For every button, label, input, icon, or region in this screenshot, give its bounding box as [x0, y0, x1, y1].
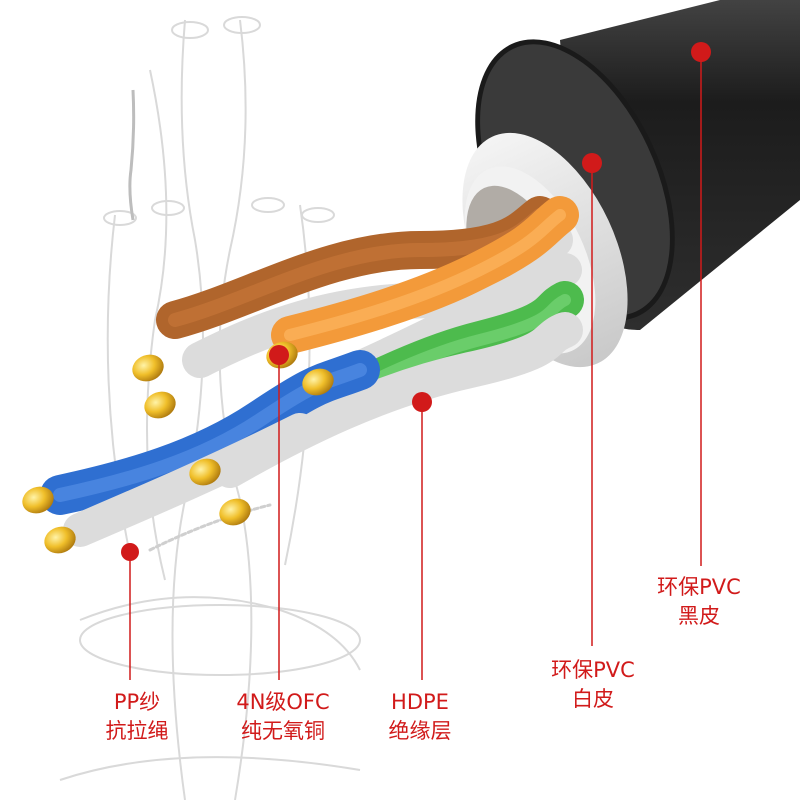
callout-hdpe-line2: 绝缘层 [388, 719, 452, 743]
callout-black-pvc: 环保PVC 黑皮 [636, 573, 762, 631]
callout-pp-line1: PP纱 [113, 690, 161, 714]
callout-ofc-line1: 4N级OFC [236, 690, 330, 714]
callout-hdpe-insulation: HDPE 绝缘层 [370, 688, 470, 746]
twisted-pairs [40, 196, 584, 552]
callout-pp-yarn: PP纱 抗拉绳 [82, 688, 192, 746]
callout-ofc-copper: 4N级OFC 纯无氧铜 [218, 688, 348, 746]
copper-conductors [22, 341, 334, 554]
pp-yarn-strand [128, 89, 136, 221]
callout-black-line1: 环保PVC [657, 575, 741, 599]
callout-white-line2: 白皮 [572, 687, 614, 711]
callout-hdpe-line1: HDPE [391, 690, 449, 714]
callout-black-line2: 黑皮 [678, 604, 720, 628]
callout-white-line1: 环保PVC [551, 658, 635, 682]
callout-pp-line2: 抗拉绳 [105, 719, 169, 743]
callout-lines [121, 42, 711, 680]
callout-white-pvc: 环保PVC 白皮 [530, 656, 656, 714]
callout-ofc-line2: 纯无氧铜 [241, 719, 325, 743]
